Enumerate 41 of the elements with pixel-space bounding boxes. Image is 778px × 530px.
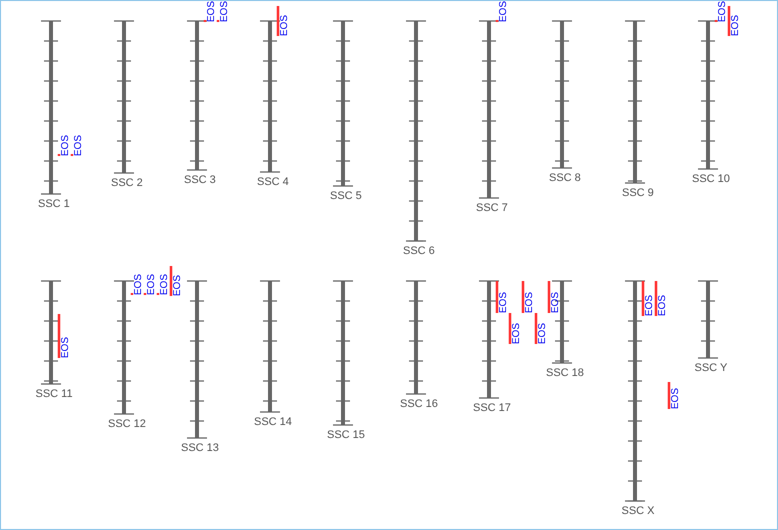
chromosome-label: SSC 18	[546, 367, 584, 379]
qtl-label: EOS	[160, 274, 170, 296]
qtl-label: EOS	[74, 135, 84, 156]
qtl-label: EOS	[645, 295, 655, 316]
qtl-label: EOS	[499, 1, 509, 22]
qtl-label: EOS	[551, 292, 561, 314]
chromosome-label: SSC 13	[181, 442, 219, 454]
chromosome-label: SSC 1	[38, 198, 70, 210]
qtl-label: EOS	[718, 1, 728, 22]
qtl-label: EOS	[538, 323, 548, 344]
chromosome-label: SSC 6	[403, 245, 435, 257]
chromosome-label: SSC 5	[330, 190, 362, 202]
chromosome-label: SSC 7	[476, 202, 508, 214]
chromosome-label: SSC 14	[254, 416, 292, 428]
qtl-label: EOS	[207, 1, 217, 22]
qtl-label: EOS	[173, 275, 183, 296]
qtl-label: EOS	[658, 295, 668, 316]
chromosome-label: SSC 15	[327, 429, 365, 441]
qtl-label: EOS	[61, 337, 71, 358]
chromosome-label: SSC 17	[473, 402, 511, 414]
chromosome-label: SSC 2	[111, 177, 143, 189]
qtl-label: EOS	[499, 292, 509, 314]
chromosome-label: SSC 12	[108, 418, 146, 430]
chromosome-label: SSC 11	[36, 388, 73, 400]
qtl-label: EOS	[61, 135, 71, 156]
chromosome-label: SSC 3	[184, 174, 216, 186]
chromosome-label: SSC Y	[694, 362, 728, 374]
chromosome-label: SSC 10	[692, 173, 730, 185]
chromosome-label: SSC 9	[622, 187, 654, 199]
qtl-label: EOS	[512, 323, 522, 344]
qtl-label: EOS	[280, 15, 290, 36]
qtl-label: EOS	[525, 292, 535, 314]
qtl-label: EOS	[731, 15, 741, 36]
chromosome-label: SSC 4	[257, 176, 289, 188]
chromosome-label: SSC X	[622, 505, 655, 517]
qtl-label: EOS	[671, 388, 681, 410]
qtl-label: EOS	[134, 274, 144, 296]
chromosome-label: SSC 16	[400, 398, 438, 410]
qtl-label: EOS	[147, 274, 157, 296]
qtl-label: EOS	[220, 1, 230, 22]
chromosome-label: SSC 8	[549, 172, 581, 184]
